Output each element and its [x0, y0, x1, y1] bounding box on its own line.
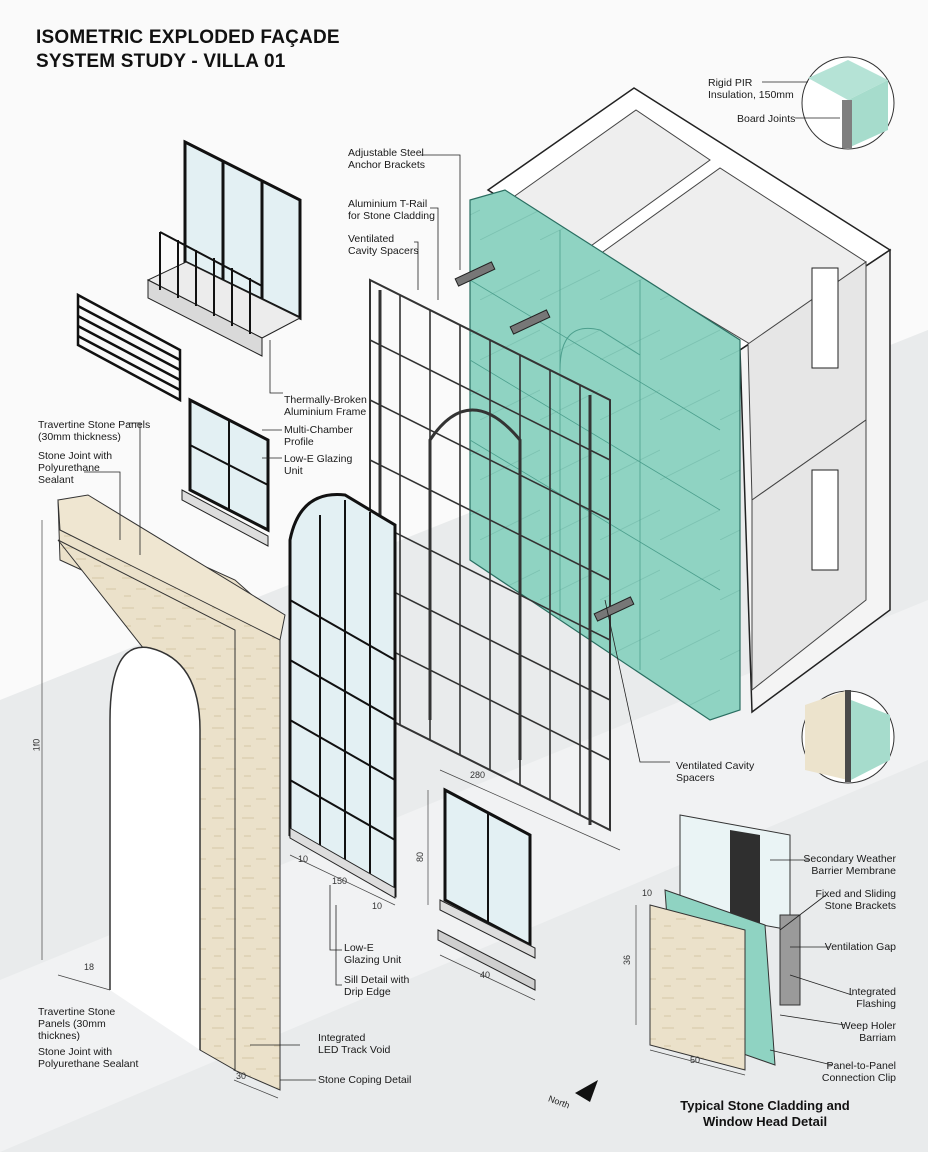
- dimension-lines: [41, 520, 746, 1099]
- dim-detail-small: 10: [642, 888, 653, 898]
- dim-detail-width: 50: [690, 1055, 701, 1065]
- label-ventilation-gap: Ventilation Gap: [824, 941, 896, 953]
- label-stone-coping: Stone Coping Detail: [318, 1074, 412, 1086]
- north-arrow: [575, 1080, 598, 1102]
- dim-door-150: 150: [332, 876, 348, 886]
- dim-door-10a: 10: [298, 854, 309, 864]
- page-title: ISOMETRIC EXPLODED FAÇADE SYSTEM STUDY -…: [36, 27, 340, 72]
- dim-arch-height: 1f0: [31, 738, 42, 752]
- balcony-window: [146, 139, 302, 357]
- dim-window-width: 40: [480, 970, 491, 980]
- label-travertine-top: Travertine Stone Panels(30mm thickness): [38, 419, 151, 443]
- travertine-arch: [57, 494, 286, 1091]
- dim-arch-width-bottom: 18: [84, 962, 95, 972]
- building-shell: [486, 87, 892, 714]
- dim-arch-depth: 30: [236, 1071, 247, 1081]
- balustrade-panel: [76, 292, 182, 403]
- dim-door-10b: 10: [372, 901, 383, 911]
- dim-frame-280: 280: [470, 770, 486, 780]
- anchor-brackets: [454, 261, 635, 622]
- label-board-joints: Board Joints: [737, 113, 796, 125]
- leader-lines: [84, 81, 853, 1081]
- dim-window-height: 80: [415, 851, 426, 863]
- cladding-detail: [649, 814, 801, 1071]
- arched-door: [288, 493, 397, 899]
- small-window: [181, 397, 270, 547]
- lower-window: [437, 787, 536, 991]
- detail-circle-top: [801, 56, 895, 150]
- dim-detail-height: 36: [622, 954, 633, 966]
- detail-circle-mid: [801, 690, 895, 784]
